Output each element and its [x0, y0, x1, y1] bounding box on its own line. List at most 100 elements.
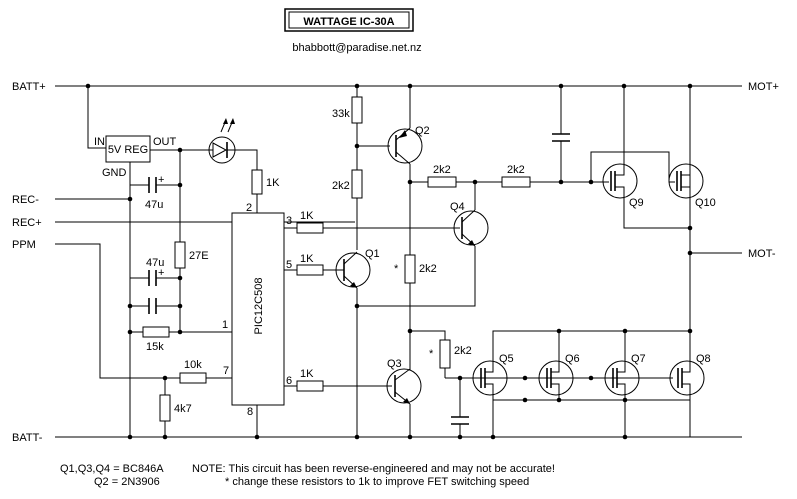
led-lead-out: [227, 149, 258, 170]
resistor-4k7-value: 4k7: [174, 403, 192, 415]
junction: [177, 147, 183, 153]
resistor-1k-pin5: 1K: [284, 253, 340, 276]
junction: [177, 182, 183, 188]
resistor-1k-pin3-value: 1K: [300, 210, 314, 222]
q4-collector: [461, 209, 476, 223]
input-terminals: REC- REC+ PPM: [12, 194, 355, 379]
junction: [558, 179, 564, 185]
lower-gate-drive: 2k2 *: [410, 86, 691, 437]
led-triangle: [212, 142, 228, 158]
junction: [556, 397, 562, 403]
q1-label: Q1: [365, 248, 380, 260]
q5-label: Q5: [499, 353, 514, 365]
title-block: WATTAGE IC-30A bhabbott@paradise.net.nz: [284, 8, 422, 54]
cap-mid-value: 47u: [146, 257, 164, 269]
reg-pin-out: OUT: [153, 136, 177, 148]
regulator-body: [105, 135, 151, 163]
junction: [162, 434, 168, 440]
junction: [254, 434, 260, 440]
lower-drain-bus: [492, 330, 690, 360]
resistor-2k2-mid-body: [404, 254, 416, 284]
reg-pin-in: IN: [94, 136, 105, 148]
resistor-2k2-b-value: 2k2: [507, 164, 525, 176]
q9-source: [615, 186, 690, 229]
q2-arrow: [399, 130, 407, 138]
pic-pin6: 6: [286, 375, 292, 387]
transistor-q1: Q1: [323, 248, 380, 437]
pic-chip: PIC12C508 2 3 5 6 1 7 8: [222, 202, 292, 437]
resistor-4k7: 4k7: [159, 378, 192, 437]
q9-label: Q9: [629, 197, 644, 209]
q2-label: Q2: [415, 125, 430, 137]
asterisk-low: *: [429, 348, 434, 360]
resistor-10k-body: [179, 372, 207, 384]
junction: [588, 179, 594, 185]
q6-source: [551, 383, 560, 400]
q8-drain: [682, 360, 691, 373]
pic-pin3: 3: [286, 215, 292, 227]
resistor-27e: 27E: [174, 241, 209, 269]
title-frame: [284, 8, 414, 32]
junction: [354, 83, 360, 89]
q4-emitter-wire: [357, 246, 476, 307]
q7-source: [617, 383, 626, 437]
email: bhabbott@paradise.net.nz: [292, 42, 421, 54]
junction: [457, 434, 463, 440]
junction: [558, 83, 564, 89]
mosfet-q5: Q5: [472, 353, 514, 437]
q2-bias: 33k 2k2: [332, 86, 390, 250]
cap-small-mid: [130, 298, 180, 314]
label-rec-plus: REC+: [12, 217, 42, 229]
resistor-15k-body: [142, 326, 170, 338]
label-batt-minus: BATT-: [12, 432, 43, 444]
q4-arrow: [468, 240, 475, 246]
pic-body: [231, 212, 285, 406]
junction: [127, 434, 133, 440]
junction: [687, 250, 693, 256]
junction: [556, 328, 562, 334]
resistor-2k2-q2-value: 2k2: [332, 180, 350, 192]
transistor-q2: Q2: [387, 86, 430, 255]
q8-body: [669, 360, 705, 396]
junction: [407, 328, 413, 334]
q1-arrow: [350, 282, 357, 288]
mosfet-q6: Q6: [538, 331, 580, 400]
junction: [687, 83, 693, 89]
q6-label: Q6: [565, 353, 580, 365]
resistor-1k-pin3: 1K: [284, 210, 355, 234]
resistor-2k2-low-body: [439, 339, 451, 369]
junction: [622, 434, 628, 440]
cap-mid-plus: +: [158, 267, 164, 279]
cap-47u-top: + 47u: [130, 174, 180, 211]
q5-body: [472, 360, 508, 396]
q7-body: [604, 360, 640, 396]
resistor-1k-pin5-body: [296, 264, 324, 276]
q1-collector: [343, 251, 358, 265]
led: [205, 118, 258, 170]
cap-top-plus: +: [158, 174, 164, 186]
pic-pin8: 8: [247, 406, 253, 418]
resistor-27e-value: 27E: [189, 250, 209, 262]
reg-in-wire: [87, 86, 106, 149]
resistor-1k-pin6-value: 1K: [300, 368, 314, 380]
resistor-1k-pin6-body: [296, 380, 324, 392]
title-inner-frame: [288, 11, 410, 29]
mosfet-q9: Q9: [600, 86, 690, 229]
q3-label: Q3: [387, 358, 402, 370]
pic-pin5: 5: [286, 259, 292, 271]
q7-label: Q7: [631, 353, 646, 365]
junction: [177, 303, 183, 309]
q8-label: Q8: [696, 353, 711, 365]
cap-top-value: 47u: [145, 199, 163, 211]
junction: [622, 397, 628, 403]
label-rec-minus: REC-: [12, 194, 39, 206]
resistor-1k-led-value: 1K: [266, 177, 280, 189]
junctions: [85, 83, 693, 440]
junction: [490, 434, 496, 440]
q2-collector: [395, 151, 411, 165]
mosfet-q7: Q7: [604, 331, 646, 437]
junction: [85, 83, 91, 89]
resistor-2k2-a-body: [427, 176, 457, 188]
junction: [354, 303, 360, 309]
resistor-15k: 15k: [130, 326, 232, 353]
